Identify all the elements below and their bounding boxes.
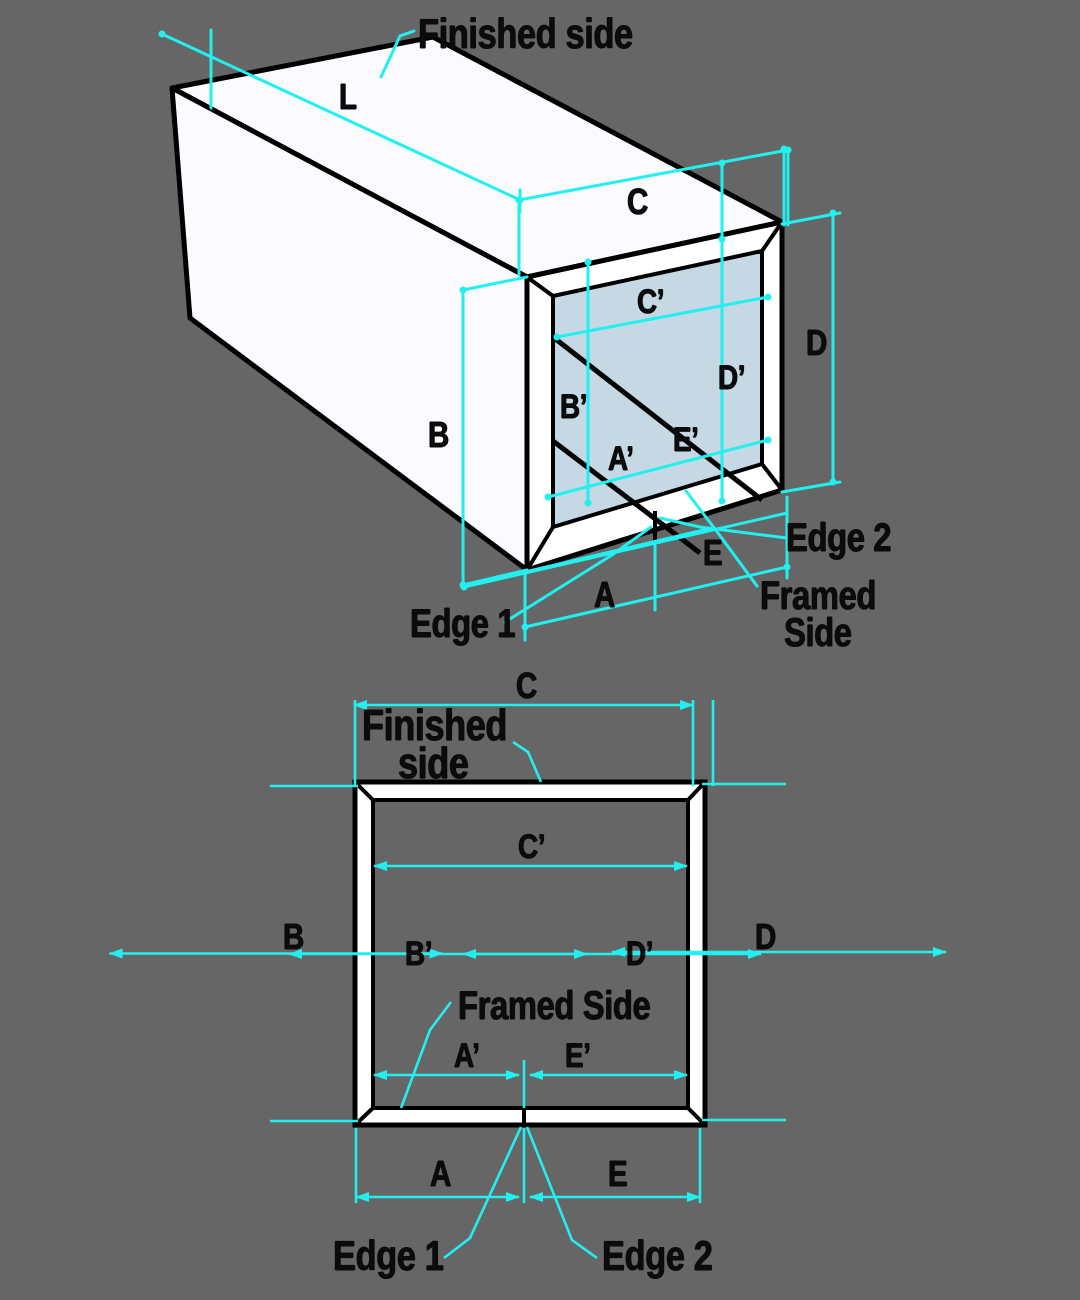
front-leader-framed-side xyxy=(399,1001,453,1109)
frame-mitre-bottom-left xyxy=(525,525,555,572)
iso-dim-L-label: L xyxy=(339,76,357,117)
dim-L-line xyxy=(158,30,524,204)
front-edge-1-label: Edge 1 xyxy=(333,1232,444,1279)
front-dim-Ap-label: A’ xyxy=(454,1037,480,1075)
iso-dim-Ep-label: E’ xyxy=(673,421,699,459)
iso-edge-2-label: Edge 2 xyxy=(786,516,892,560)
dim-Cp-line xyxy=(553,293,772,341)
front-dim-B-label: B xyxy=(283,916,304,957)
dim-C-line xyxy=(515,146,792,204)
front-dim-Dp-label: D’ xyxy=(626,935,654,973)
iso-dim-Cp-label: C’ xyxy=(637,283,665,321)
front-leader-edge-1 xyxy=(443,1126,523,1260)
iso-dim-Dp-label: D’ xyxy=(718,359,746,397)
front-dim-E-label: E xyxy=(608,1153,628,1194)
dim-D-ext-top xyxy=(780,211,842,226)
leader-finished-side xyxy=(379,29,416,79)
leader-edge-1 xyxy=(503,525,653,624)
frame-mitre-top-right xyxy=(760,220,784,253)
dim-D-ext-bot xyxy=(780,480,842,494)
frame-mitre-top-left xyxy=(525,275,555,298)
iso-dim-E-label: E xyxy=(703,532,723,573)
iso-dim-C-label: C xyxy=(627,181,648,222)
front-dim-Ep-label: E’ xyxy=(565,1037,591,1075)
front-leader-edge-2 xyxy=(525,1126,598,1260)
base-reference-line xyxy=(460,511,789,591)
iso-dim-D-label: D xyxy=(806,322,827,363)
iso-finished-side-label: Finished side xyxy=(418,10,633,57)
front-finished-side-label-line1: Finished xyxy=(362,701,508,750)
front-framed-side-label: Framed Side xyxy=(458,984,651,1028)
dim-ApEp-line xyxy=(544,436,772,501)
dim-B-ext-top xyxy=(461,275,529,292)
front-edge-2-label: Edge 2 xyxy=(602,1232,713,1279)
iso-edge-1-label: Edge 1 xyxy=(410,602,516,646)
iso-dim-Bp-label: B’ xyxy=(560,388,588,426)
iso-dim-Ap-label: A’ xyxy=(608,440,634,478)
front-dim-C-label: C xyxy=(516,665,537,706)
front-finished-side-label-line2: side xyxy=(398,739,469,788)
leader-framed-side xyxy=(684,489,759,588)
leader-edge-2 xyxy=(658,516,789,540)
front-dim-D-label: D xyxy=(755,916,776,957)
iso-framed-side-label-line1: Framed xyxy=(760,574,877,618)
front-leader-finished-side xyxy=(512,740,543,783)
front-dim-A-label: A xyxy=(430,1153,451,1194)
iso-dim-A-label: A xyxy=(594,574,615,615)
dim-B-ext-bot xyxy=(461,568,529,587)
front-dim-Bp-label: B’ xyxy=(405,935,433,973)
iso-dim-B-label: B xyxy=(428,414,449,455)
front-dim-Cp-label: C’ xyxy=(518,828,546,866)
front-mitre-bottom-right xyxy=(686,1106,707,1127)
iso-framed-side-label-line2: Side xyxy=(784,611,852,655)
